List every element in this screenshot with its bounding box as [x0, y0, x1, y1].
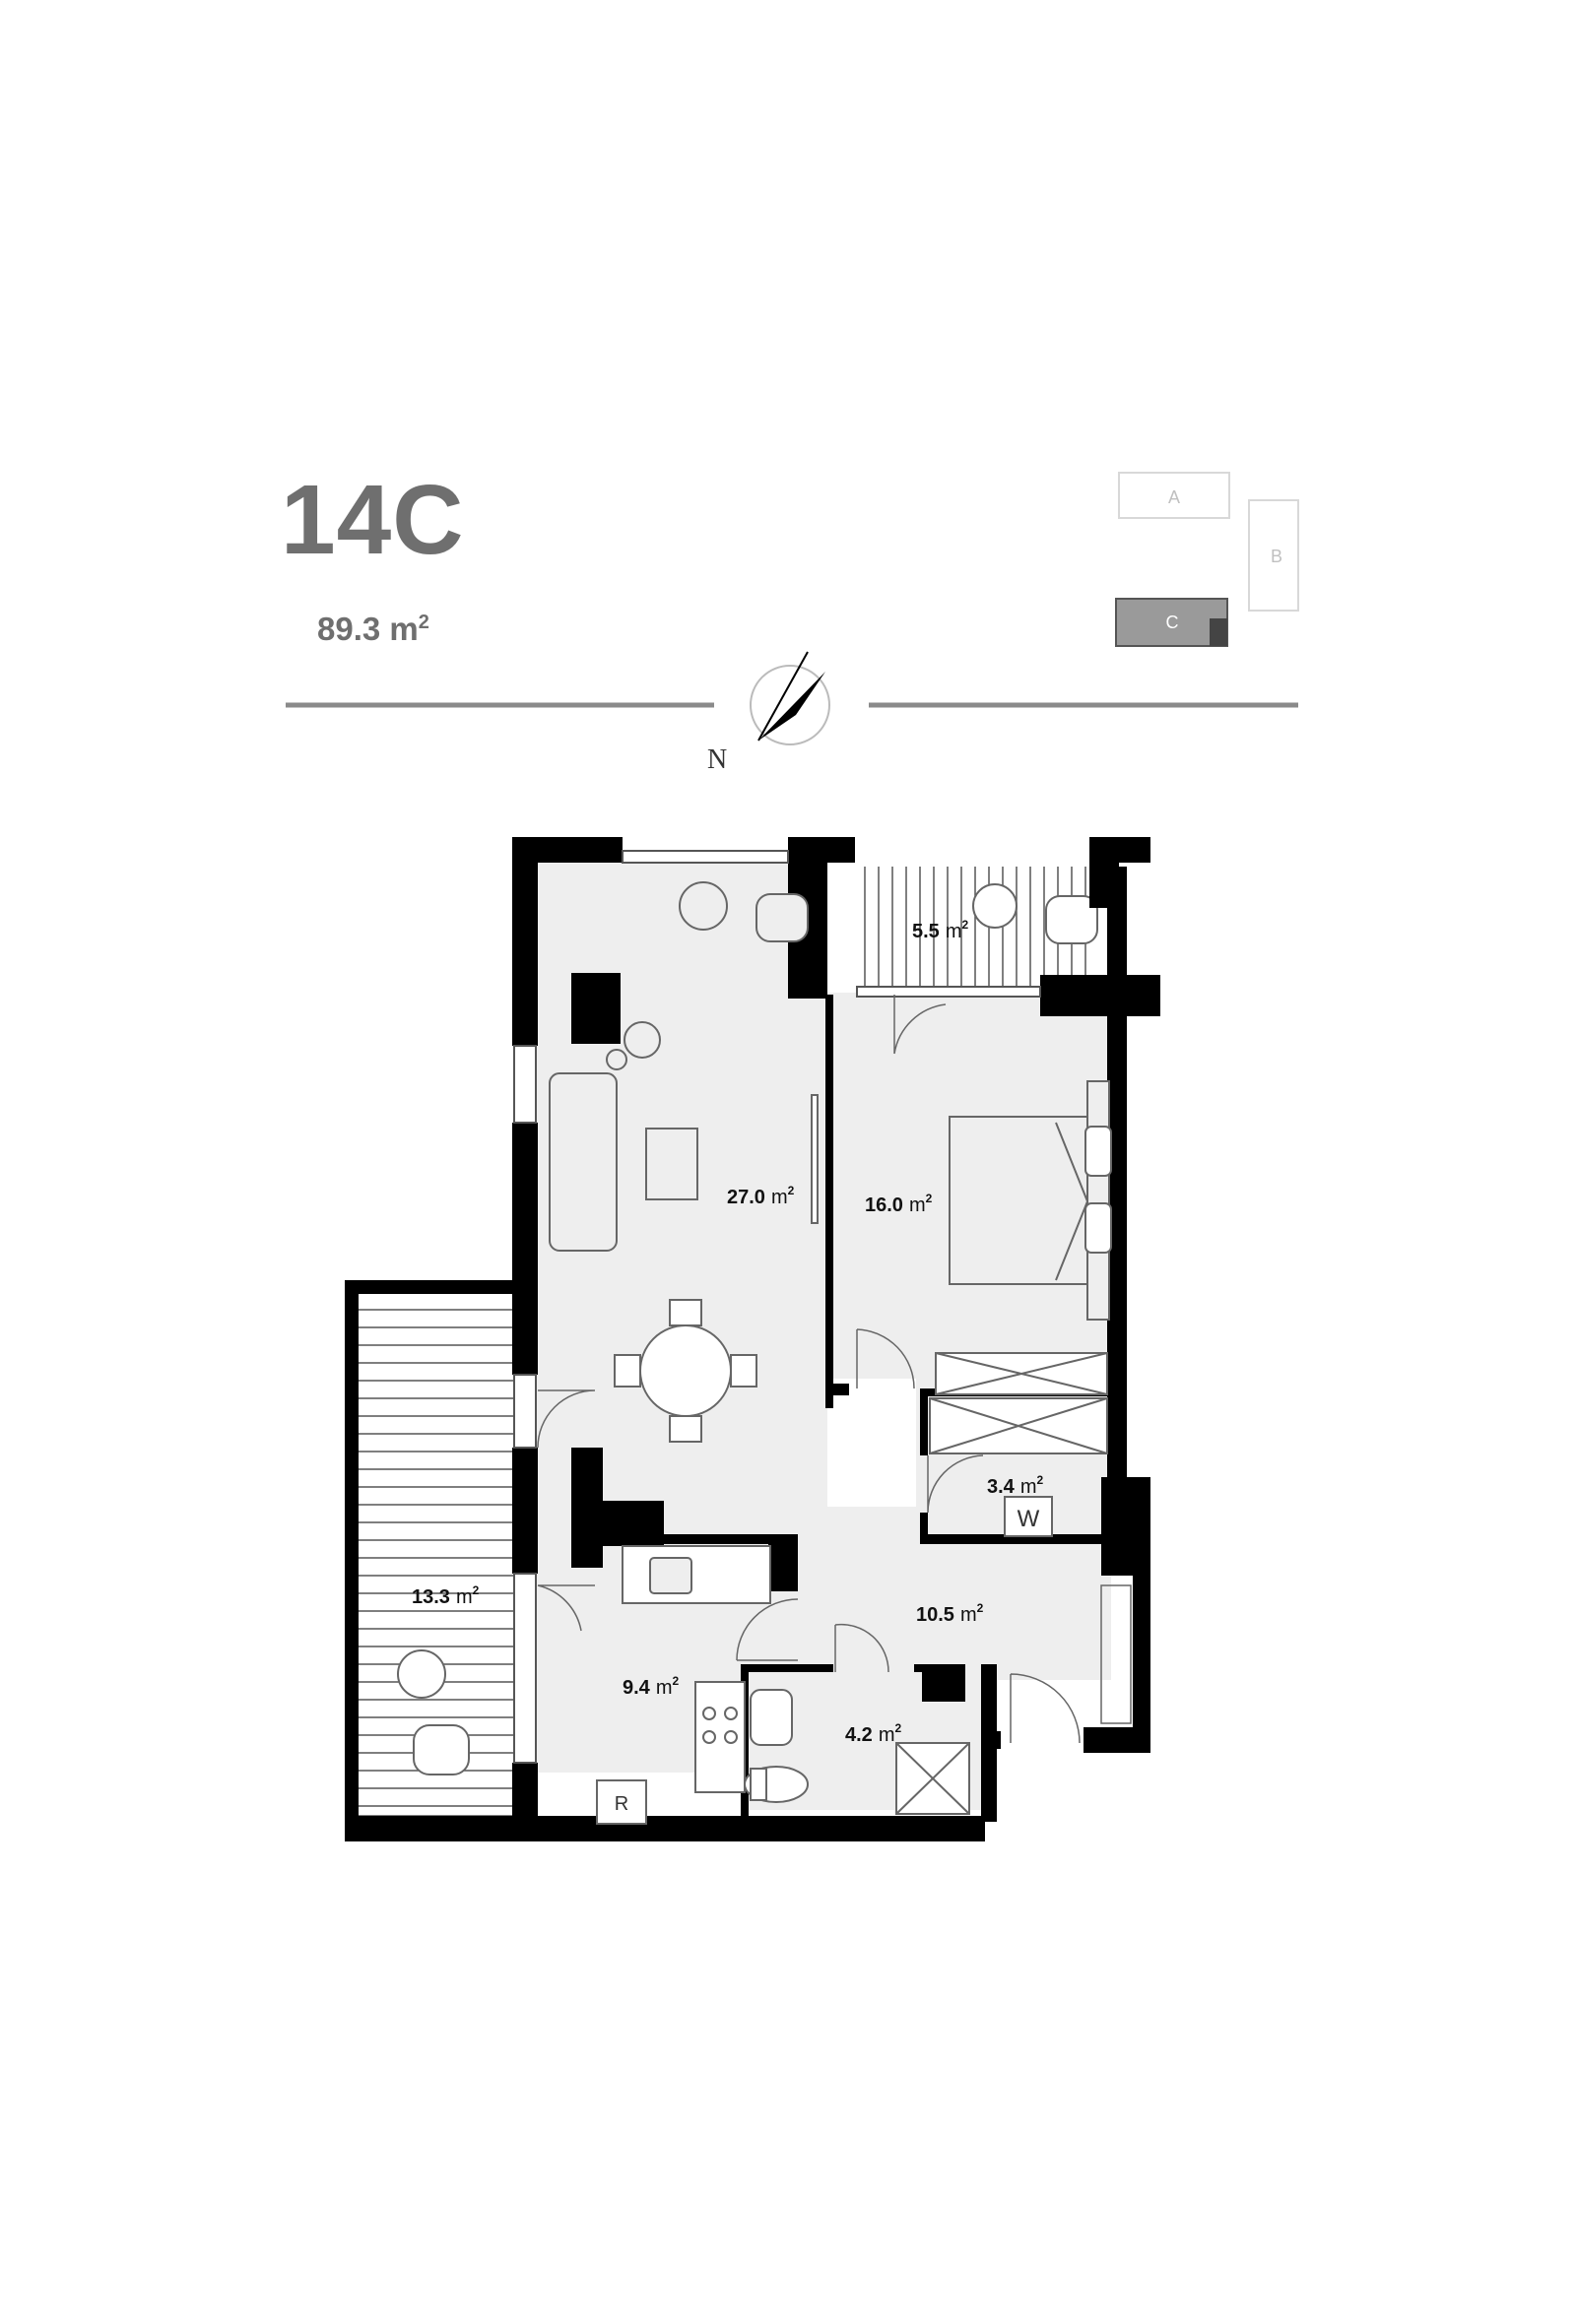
bathroom-fixtures — [744, 1689, 970, 1815]
bedroom-furniture — [929, 1080, 1112, 1454]
fridge-label: R — [615, 1793, 628, 1815]
key-label-b: B — [1271, 547, 1282, 566]
terrace — [349, 1288, 520, 1819]
kitchen-furniture: R — [596, 1545, 771, 1825]
unit-area-value: 89.3 — [317, 611, 381, 647]
windows — [513, 850, 1041, 1764]
key-label-c: C — [1166, 613, 1179, 632]
living-furniture — [549, 881, 819, 1443]
key-plan: A B C — [1115, 472, 1299, 647]
compass-label: N — [707, 744, 727, 775]
key-building-c: C — [1115, 598, 1228, 647]
unit-area-unit: m — [389, 611, 419, 647]
key-building-a: A — [1118, 472, 1230, 519]
washer: W — [1004, 1496, 1053, 1537]
unit-code: 14C — [281, 465, 465, 575]
key-building-b: B — [1248, 499, 1299, 612]
unit-area: 89.3 m2 — [317, 611, 429, 648]
washer-label: W — [1018, 1506, 1040, 1532]
walls — [345, 837, 1160, 1841]
key-label-a: A — [1168, 487, 1180, 507]
unit-area-exp: 2 — [418, 612, 429, 633]
balcony-north — [851, 853, 1099, 993]
doors — [537, 995, 1132, 1744]
compass-icon — [750, 651, 830, 745]
